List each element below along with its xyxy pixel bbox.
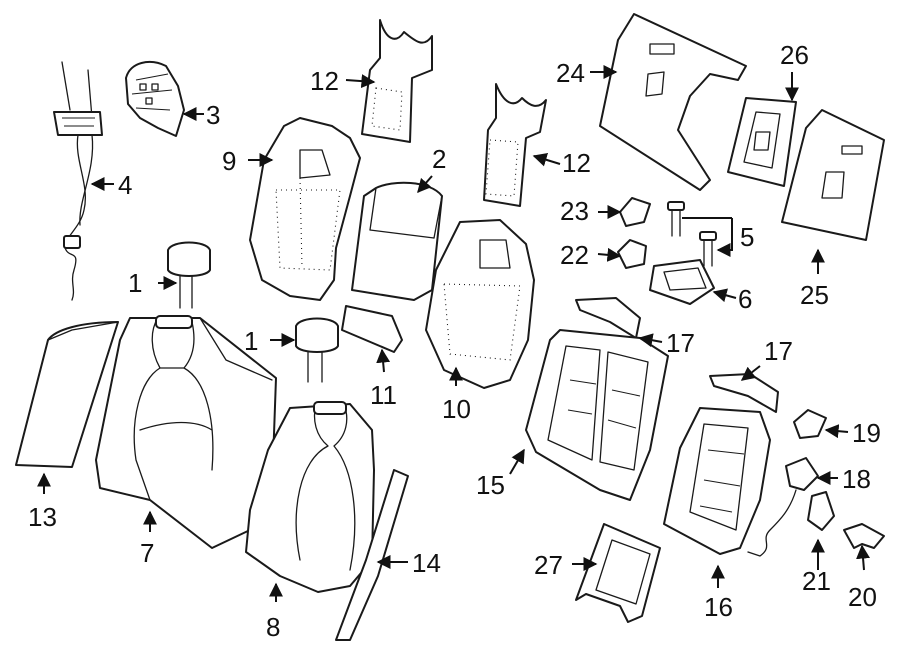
callout-3: 3 xyxy=(206,100,220,130)
callout-1b: 1 xyxy=(244,326,258,356)
callout-17a: 17 xyxy=(666,328,695,358)
part-2-cushion xyxy=(351,181,443,301)
part-4-latch-cable xyxy=(53,61,103,301)
part-25-back-panel xyxy=(781,109,885,241)
part-12-bracket-lower xyxy=(483,83,547,207)
callout-24: 24 xyxy=(556,58,585,88)
part-21-bracket xyxy=(807,491,835,531)
part-22-clip xyxy=(617,239,647,269)
callout-6: 6 xyxy=(738,284,752,314)
part-23-clip xyxy=(619,197,651,227)
callout-18: 18 xyxy=(842,464,871,494)
part-19-clip xyxy=(793,409,827,439)
part-8-seat-back xyxy=(245,401,375,593)
callout-14: 14 xyxy=(412,548,441,578)
callout-9: 9 xyxy=(222,146,236,176)
callout-21: 21 xyxy=(802,566,831,596)
callout-1a: 1 xyxy=(128,268,142,298)
part-16-seat-frame xyxy=(663,407,771,555)
part-14-trim-strip xyxy=(335,469,409,641)
callout-25: 25 xyxy=(800,280,829,310)
callout-8: 8 xyxy=(266,612,280,642)
callout-2: 2 xyxy=(432,144,446,174)
callout-7: 7 xyxy=(140,538,154,568)
callout-labels: 1 1 2 3 4 5 6 7 8 9 10 11 12 12 13 14 15… xyxy=(28,40,881,642)
part-12-bracket-upper xyxy=(361,19,433,143)
part-7-seat-back xyxy=(95,315,277,549)
part-5-pins xyxy=(667,201,717,267)
part-9-back-cover xyxy=(249,117,361,301)
leader-lines xyxy=(37,65,871,602)
callout-5: 5 xyxy=(740,222,754,252)
part-27-bracket xyxy=(575,523,661,623)
part-26-latch-panel xyxy=(727,97,797,187)
part-13-side-panel xyxy=(15,321,119,468)
callout-12a: 12 xyxy=(310,66,339,96)
callout-22: 22 xyxy=(560,240,589,270)
callout-23: 23 xyxy=(560,196,589,226)
callout-12b: 12 xyxy=(562,148,591,178)
callout-20: 20 xyxy=(848,582,877,612)
callout-10: 10 xyxy=(442,394,471,424)
part-18-latch-cable xyxy=(747,457,819,557)
callout-26: 26 xyxy=(780,40,809,70)
callout-15: 15 xyxy=(476,470,505,500)
callout-16: 16 xyxy=(704,592,733,622)
part-11-armrest xyxy=(341,305,403,353)
callout-19: 19 xyxy=(852,418,881,448)
part-24-back-panel xyxy=(599,13,747,191)
callout-13: 13 xyxy=(28,502,57,532)
callout-4: 4 xyxy=(118,170,132,200)
part-20-lever xyxy=(843,523,885,549)
part-15-seat-frame xyxy=(525,329,669,501)
part-1-headrest-b xyxy=(295,317,339,383)
part-10-back-cover xyxy=(425,219,535,389)
callout-17b: 17 xyxy=(764,336,793,366)
callout-11: 11 xyxy=(370,380,397,410)
part-3-bracket xyxy=(125,61,185,137)
part-6-latch xyxy=(649,259,715,305)
callout-27: 27 xyxy=(534,550,563,580)
part-1-headrest-a xyxy=(167,241,211,309)
